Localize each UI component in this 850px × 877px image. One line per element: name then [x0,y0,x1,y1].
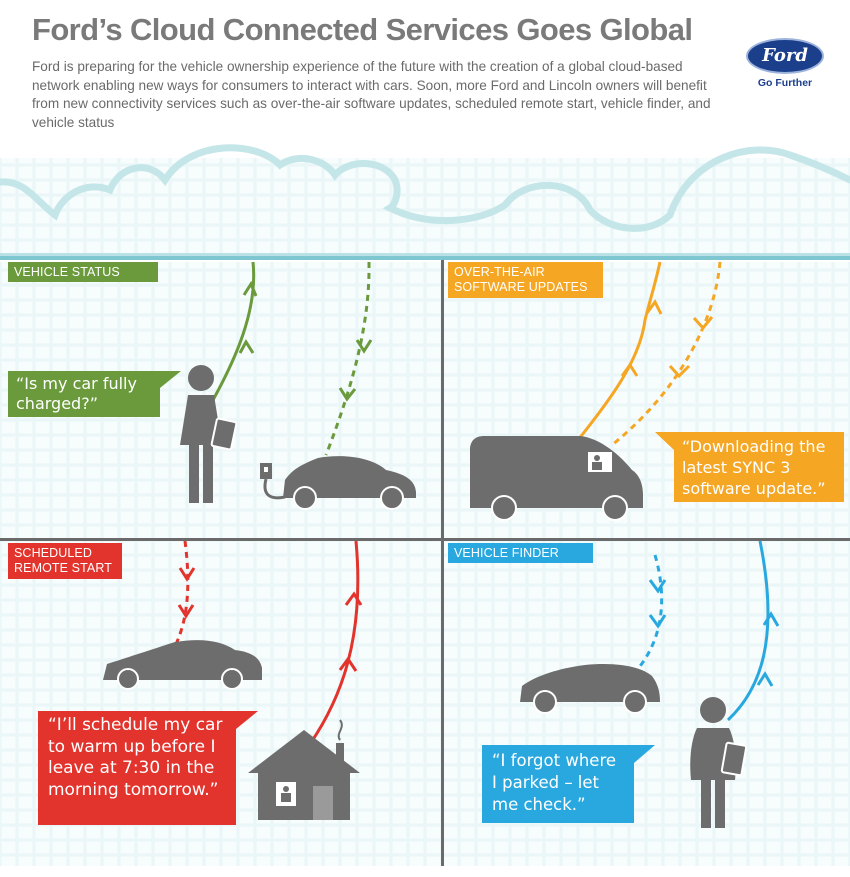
orange-arrowhead-3 [692,316,714,331]
vehicle-finder-bubble: “I forgot where I parked – let me check.… [482,745,634,823]
ota-scene [470,261,722,521]
ota-label: OVER-THE-AIR SOFTWARE UPDATES [448,262,603,298]
blue-arrowhead-2 [648,614,667,629]
cloud-icon [0,144,850,232]
cloud-grid-background [0,158,850,253]
cloud-band-bottom [0,256,850,260]
remote-start-label: SCHEDULED REMOTE START [8,543,122,579]
vehicle-finder-label: VEHICLE FINDER [448,543,593,563]
red-arrowhead-3 [344,591,363,606]
horizontal-divider [0,538,850,541]
green-arrowhead-3 [355,339,373,354]
tablet-icon [210,417,238,451]
orange-upload-arrow [576,261,662,441]
ford-wordmark: Ford [762,45,808,66]
car-icon [283,456,416,510]
person-icon [690,697,736,828]
page-title: Ford’s Cloud Connected Services Goes Glo… [32,12,693,47]
bubble-tail-red [236,711,258,729]
tablet-icon [720,741,748,777]
red-upload-arrow [308,540,360,745]
remote-start-scene [103,540,363,820]
charger-icon [260,463,286,500]
ford-logo: Ford Go Further [739,38,831,89]
blue-arrowhead-4 [756,671,774,687]
go-further-tagline: Go Further [757,77,813,89]
orange-arrowhead-1 [645,299,663,315]
bubble-tail-blue [634,745,655,763]
house-icon [248,730,360,820]
red-download-arrow [170,540,190,653]
vehicle-status-label: VEHICLE STATUS [8,262,158,282]
vehicle-status-bubble: “Is my car fully charged?” [8,371,160,417]
ota-bubble: “Downloading the latest SYNC 3 software … [674,432,844,502]
red-arrowhead-4 [338,656,358,672]
green-upload-arrow [211,261,256,401]
orange-download-arrow [611,261,722,447]
blue-arrowhead-3 [762,611,780,627]
car-icon [520,664,660,714]
van-icon [470,436,643,521]
red-arrowhead-2 [177,604,195,619]
car-icon [103,640,262,690]
vehicle-finder-scene [520,540,780,828]
cloud-band-top [0,253,850,256]
remote-start-bubble: “I’ll schedule my car to warm up before … [38,711,236,825]
blue-download-arrow [635,554,664,671]
blue-upload-arrow [726,540,770,722]
vehicle-status-scene [180,261,416,510]
person-icon [180,365,222,503]
green-download-arrow [324,261,371,456]
red-arrowhead-1 [178,567,196,582]
green-arrowhead-4 [338,387,357,402]
ford-oval-logo: Ford [746,38,824,74]
green-arrowhead-2 [242,280,258,297]
vertical-divider [441,260,444,866]
green-arrowhead-1 [238,339,255,354]
blue-arrowhead-1 [648,579,667,594]
bubble-tail-orange [655,432,674,450]
chimney-smoke-icon [337,719,343,741]
intro-text: Ford is preparing for the vehicle owners… [32,59,711,130]
orange-arrowhead-2 [620,362,639,377]
orange-arrowhead-4 [668,364,691,379]
bubble-tail-green [160,371,181,388]
